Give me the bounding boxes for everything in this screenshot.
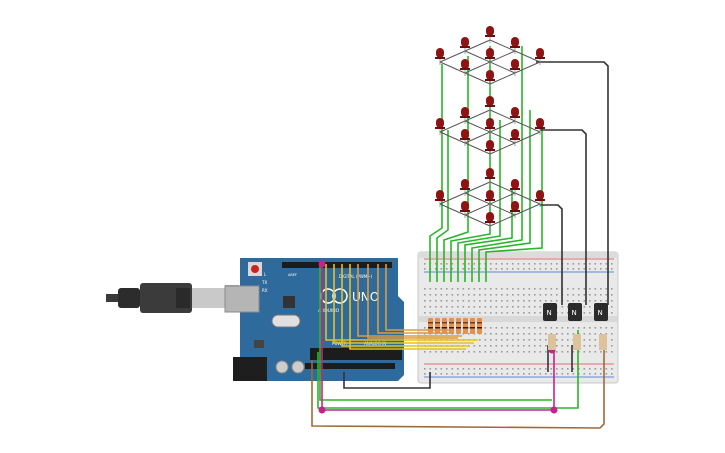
transistor-1-label: N bbox=[547, 309, 552, 317]
led[interactable] bbox=[510, 107, 520, 124]
arduino-uno-board[interactable]: UNO ARDUINO DIGITAL (PWM~) POWER ANALOG … bbox=[224, 258, 404, 381]
transistor-3-label: N bbox=[598, 309, 603, 317]
led[interactable] bbox=[460, 129, 470, 146]
tx-label: TX bbox=[261, 280, 267, 285]
led[interactable] bbox=[460, 37, 470, 54]
led[interactable] bbox=[460, 201, 470, 218]
resistor[interactable] bbox=[449, 318, 454, 334]
wire-junction[interactable] bbox=[318, 260, 326, 268]
resistor[interactable] bbox=[456, 318, 461, 334]
led[interactable] bbox=[510, 201, 520, 218]
led[interactable] bbox=[485, 168, 495, 185]
led[interactable] bbox=[510, 179, 520, 196]
wire-junction[interactable] bbox=[318, 406, 326, 414]
rx-label: RX bbox=[262, 288, 268, 293]
led[interactable] bbox=[485, 48, 495, 65]
led[interactable] bbox=[510, 129, 520, 146]
led[interactable] bbox=[460, 179, 470, 196]
resistor[interactable] bbox=[463, 318, 468, 334]
led[interactable] bbox=[485, 212, 495, 229]
led[interactable] bbox=[535, 48, 545, 65]
led[interactable] bbox=[510, 37, 520, 54]
magenta-wires[interactable] bbox=[321, 264, 555, 411]
board-logo: UNO bbox=[352, 290, 379, 304]
led[interactable] bbox=[485, 140, 495, 157]
resistor[interactable] bbox=[435, 318, 440, 334]
resistor[interactable] bbox=[470, 318, 475, 334]
led[interactable] bbox=[485, 190, 495, 207]
l-led-label: L bbox=[264, 272, 267, 277]
resistor[interactable] bbox=[442, 318, 447, 334]
led[interactable] bbox=[435, 118, 445, 135]
led[interactable] bbox=[460, 107, 470, 124]
brown-wire[interactable] bbox=[311, 345, 605, 429]
led[interactable] bbox=[535, 118, 545, 135]
breadboard[interactable] bbox=[417, 251, 619, 384]
led[interactable] bbox=[485, 96, 495, 113]
led[interactable] bbox=[485, 26, 495, 43]
transistor-2-label: N bbox=[572, 309, 577, 317]
resistor-array[interactable] bbox=[428, 318, 482, 334]
led[interactable] bbox=[485, 70, 495, 87]
transistor-1[interactable]: N bbox=[543, 303, 557, 350]
dark-wires[interactable] bbox=[343, 61, 609, 389]
led[interactable] bbox=[435, 48, 445, 65]
transistor-2[interactable]: N bbox=[568, 303, 582, 350]
transistor-3[interactable]: N bbox=[594, 303, 608, 350]
resistor[interactable] bbox=[428, 318, 433, 334]
green-wires[interactable] bbox=[317, 46, 579, 409]
board-brand: ARDUINO bbox=[318, 308, 340, 314]
led[interactable] bbox=[460, 59, 470, 76]
led[interactable] bbox=[535, 190, 545, 207]
led-cube[interactable] bbox=[435, 26, 545, 229]
resistor[interactable] bbox=[477, 318, 482, 334]
led[interactable] bbox=[485, 118, 495, 135]
led[interactable] bbox=[510, 59, 520, 76]
digital-header-label: DIGITAL (PWM~) bbox=[339, 274, 373, 279]
led[interactable] bbox=[435, 190, 445, 207]
wire-junction[interactable] bbox=[550, 406, 558, 414]
usb-cable[interactable] bbox=[106, 283, 239, 313]
yellow-wires[interactable] bbox=[325, 264, 478, 350]
aref-label: AREF bbox=[288, 273, 297, 277]
